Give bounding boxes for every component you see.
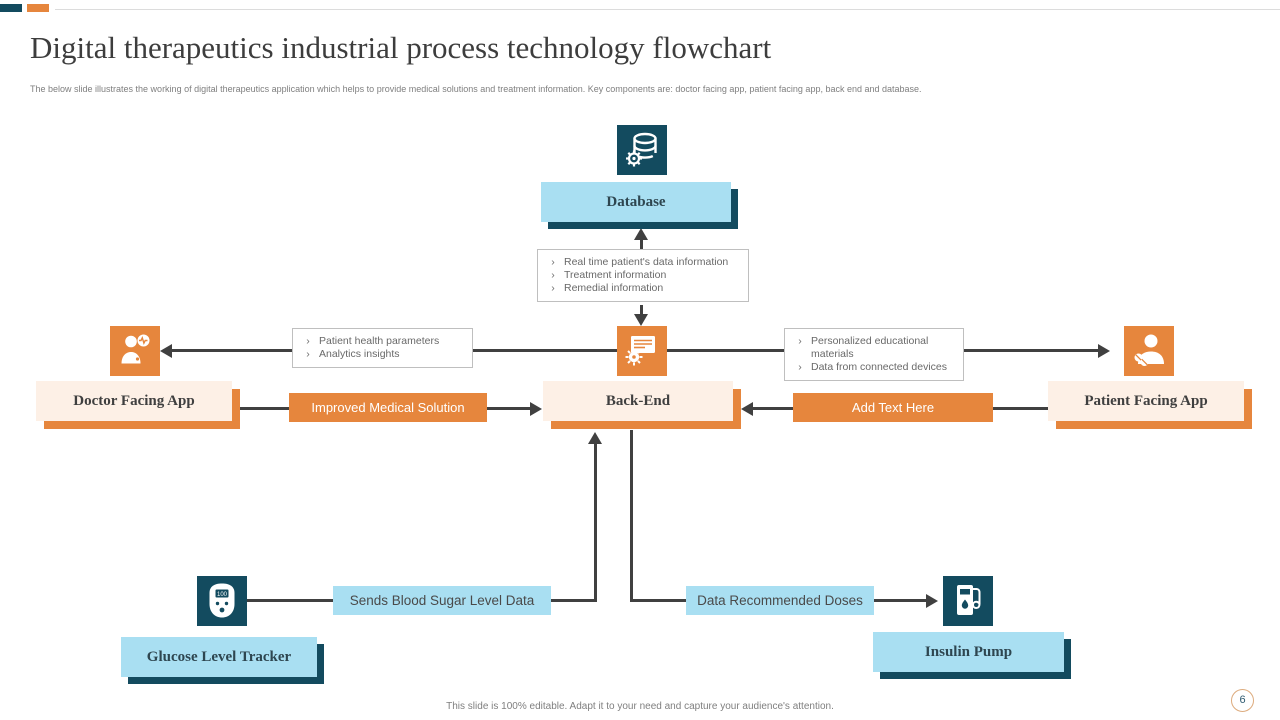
connector-bullets-to-backend — [640, 305, 643, 316]
connector-backend-elbow-down — [630, 430, 633, 602]
arrowhead-left-backend — [741, 402, 753, 416]
page-number-badge: 6 — [1231, 689, 1254, 712]
node-database[interactable]: Database — [541, 182, 731, 222]
chevron-bullet-icon: › — [798, 335, 802, 347]
footer-note: This slide is 100% editable. Adapt it to… — [446, 701, 834, 712]
chevron-bullet-icon: › — [306, 335, 310, 347]
label-add-text-here[interactable]: Add Text Here — [793, 393, 993, 422]
chevron-bullet-icon: › — [551, 282, 555, 294]
label-improved-medical-solution[interactable]: Improved Medical Solution — [289, 393, 487, 422]
glucose-tile[interactable]: 100 — [197, 576, 247, 626]
bullet-list: ›Real time patient's data information ›T… — [542, 256, 742, 295]
connector-label-to-elbow — [551, 599, 597, 602]
arrowhead-up-database — [634, 228, 648, 240]
bullet-item: ›Patient health parameters — [297, 335, 466, 348]
backend-tile[interactable] — [617, 326, 667, 376]
connector-elbow-up-backend — [594, 443, 597, 602]
bullet-item: ›Analytics insights — [297, 348, 466, 361]
node-patient-facing-app[interactable]: Patient Facing App — [1048, 381, 1244, 421]
arrowhead-up-backend-box — [588, 432, 602, 444]
database-icon — [617, 125, 667, 175]
header-orange-block — [27, 4, 49, 12]
database-tile[interactable] — [617, 125, 667, 175]
bullet-item: ›Data from connected devices — [789, 361, 957, 374]
header-divider — [55, 9, 1280, 10]
bullet-item: ›Personalized educational materials — [789, 335, 957, 361]
patient-tile[interactable] — [1124, 326, 1174, 376]
page-title: Digital therapeutics industrial process … — [30, 30, 772, 65]
svg-text:100: 100 — [217, 592, 228, 598]
connector-bullets-to-database — [640, 237, 643, 249]
arrowhead-right-patient — [1098, 344, 1110, 358]
bullet-list: ›Patient health parameters ›Analytics in… — [297, 335, 466, 361]
arrowhead-left-doctor — [160, 344, 172, 358]
insulin-tile[interactable] — [943, 576, 993, 626]
node-doctor-facing-app[interactable]: Doctor Facing App — [36, 381, 232, 421]
bullet-box-database-feed[interactable]: ›Real time patient's data information ›T… — [537, 249, 749, 302]
doctor-icon — [110, 326, 160, 376]
glucose-meter-icon: 100 — [197, 576, 247, 626]
arrowhead-down-backend-icon — [634, 314, 648, 326]
arrowhead-right-insulin — [926, 594, 938, 608]
page-subtitle: The below slide illustrates the working … — [30, 84, 922, 94]
bullet-item: ›Real time patient's data information — [542, 256, 742, 269]
bullet-item: ›Treatment information — [542, 269, 742, 282]
patient-icon — [1124, 326, 1174, 376]
node-glucose-level-tracker[interactable]: Glucose Level Tracker — [121, 637, 317, 677]
connector-doses-to-insulin — [874, 599, 926, 602]
connector-elbow-to-doses — [630, 599, 686, 602]
chevron-bullet-icon: › — [798, 361, 802, 373]
connector-glucose-to-label — [247, 599, 333, 602]
back-end-icon — [617, 326, 667, 376]
bullet-box-doctor-feed[interactable]: ›Patient health parameters ›Analytics in… — [292, 328, 473, 368]
header-teal-block — [0, 4, 22, 12]
node-insulin-pump[interactable]: Insulin Pump — [873, 632, 1064, 672]
insulin-pump-icon — [943, 576, 993, 626]
chevron-bullet-icon: › — [306, 348, 310, 360]
chevron-bullet-icon: › — [551, 256, 555, 268]
label-data-recommended-doses[interactable]: Data Recommended Doses — [686, 586, 874, 615]
bullet-list: ›Personalized educational materials ›Dat… — [789, 335, 957, 374]
node-back-end[interactable]: Back-End — [543, 381, 733, 421]
bullet-item: ›Remedial information — [542, 282, 742, 295]
doctor-tile[interactable] — [110, 326, 160, 376]
label-sends-blood-sugar[interactable]: Sends Blood Sugar Level Data — [333, 586, 551, 615]
arrowhead-right-backend — [530, 402, 542, 416]
chevron-bullet-icon: › — [551, 269, 555, 281]
bullet-box-patient-feed[interactable]: ›Personalized educational materials ›Dat… — [784, 328, 964, 381]
